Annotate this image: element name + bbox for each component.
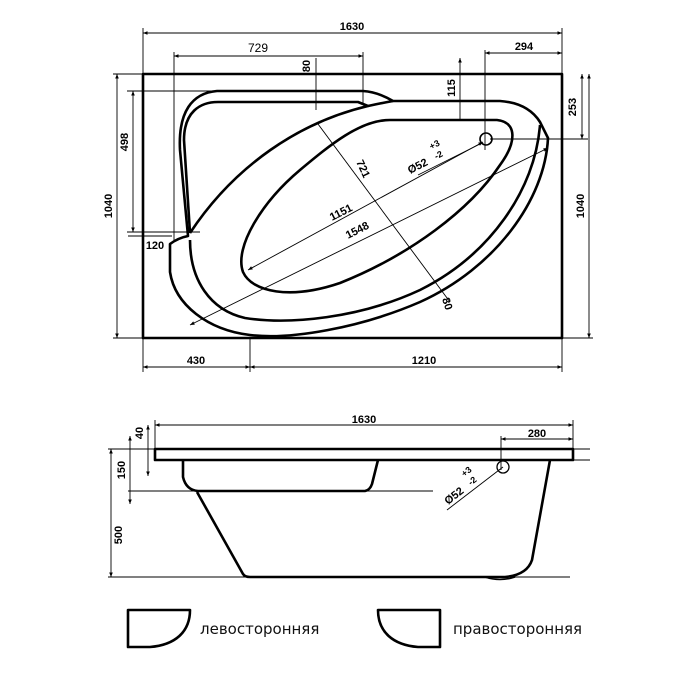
outline-rectangle <box>141 72 564 340</box>
side-dim-width: 1630 <box>352 414 376 426</box>
basin-bottom <box>240 118 514 294</box>
legend-left-label: левосторонняя <box>200 620 319 638</box>
side-dim-rim: 40 <box>134 427 146 439</box>
seat-profile <box>181 459 380 493</box>
side-dim-total: 500 <box>113 526 125 544</box>
dim-bottom-right: 1210 <box>412 355 436 367</box>
legend-right: правосторонняя <box>376 608 582 649</box>
dim-outer-length: 1548 <box>344 220 371 242</box>
left-hand-shape-icon <box>126 608 192 649</box>
drain-diameter-label: Ø52 +3 -2 <box>406 138 445 177</box>
side-dim-drain: 280 <box>528 428 546 440</box>
dim-drain-top: 115 <box>446 79 458 97</box>
top-view: 1630 729 294 80 115 253 1040 1040 498 12… <box>103 21 593 372</box>
side-view: 1630 280 40 150 500 Ø52 +3 -2 <box>108 414 590 581</box>
svg-text:+3: +3 <box>459 464 473 478</box>
dim-notch: 120 <box>146 240 164 252</box>
dim-253: 253 <box>567 98 579 116</box>
side-dim-seat: 150 <box>116 461 128 479</box>
dim-diagonal-width: 721 <box>353 158 372 180</box>
dim-seat-depth: 498 <box>119 133 131 151</box>
svg-text:+3: +3 <box>428 138 442 152</box>
dim-height-right: 1040 <box>575 194 587 218</box>
overflow-icon <box>496 460 510 474</box>
dim-inner-length: 1151 <box>328 202 355 224</box>
rim <box>153 447 575 462</box>
legend-left: левосторонняя <box>126 608 319 649</box>
dim-bottom-left: 430 <box>187 355 205 367</box>
dim-seat-offset: 80 <box>301 60 313 72</box>
right-hand-shape-icon <box>376 608 442 649</box>
dim-rim-width: 80 <box>439 296 454 311</box>
dim-drain-right: 294 <box>515 41 534 53</box>
dim-width: 1630 <box>340 21 364 33</box>
dim-seat-length: 729 <box>248 41 268 55</box>
svg-text:Ø52: Ø52 <box>406 157 430 177</box>
svg-text:-2: -2 <box>433 149 445 162</box>
dim-height-left: 1040 <box>103 194 115 218</box>
legend-right-label: правосторонняя <box>453 620 582 638</box>
